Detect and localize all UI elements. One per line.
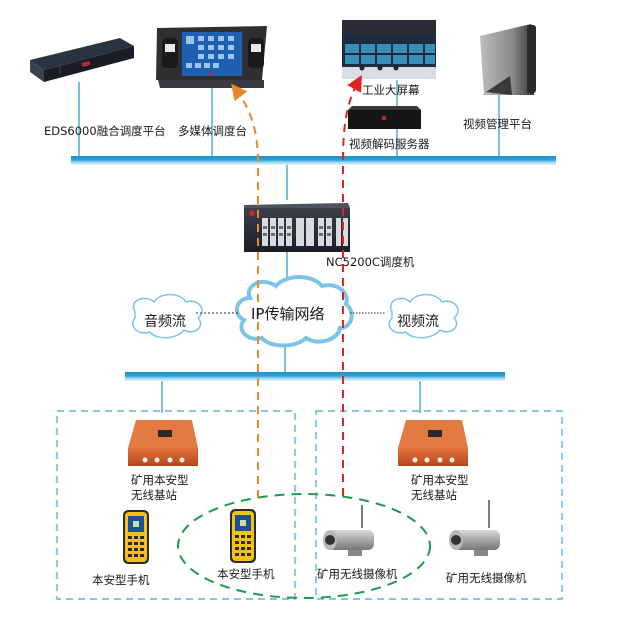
top-network-bus — [71, 156, 556, 165]
bottom-network-bus — [125, 372, 505, 381]
video-stream-path — [342, 74, 362, 496]
base-station-line1: 矿用本安型 — [131, 473, 189, 487]
zone-box-right — [315, 410, 563, 600]
multimedia-console-icon — [156, 26, 267, 88]
base-station-icon — [398, 420, 468, 466]
eds6000-label: EDS6000融合调度平台 — [44, 124, 166, 138]
base-station-label-left: 矿用本安型 无线基站 — [131, 473, 189, 503]
base-station-line1: 矿用本安型 — [411, 473, 469, 487]
multimedia-console-label: 多媒体调度台 — [178, 124, 247, 138]
video-wall-icon — [342, 20, 436, 79]
video-wall-label: 工业大屏幕 — [362, 83, 420, 97]
phone-label-right: 本安型手机 — [217, 567, 275, 581]
wireless-camera-icon — [323, 505, 374, 556]
nc5200c-dispatcher-icon — [244, 203, 350, 252]
cloud-video-stream — [388, 293, 459, 339]
base-station-icon — [128, 420, 198, 466]
audio-stream-path — [231, 83, 259, 498]
ip-network-label: IP传输网络 — [251, 305, 325, 323]
cloud-ip-network — [234, 275, 354, 348]
camera-label-left: 矿用无线摄像机 — [317, 567, 398, 581]
base-station-label-right: 矿用本安型 无线基站 — [411, 473, 469, 503]
intrinsically-safe-phone-icon — [123, 510, 149, 564]
base-station-line2: 无线基站 — [411, 488, 457, 502]
wireless-coverage-ellipse — [177, 493, 431, 599]
video-stream-label: 视频流 — [397, 314, 439, 330]
intrinsically-safe-phone-icon — [230, 509, 256, 563]
wireless-camera-icon — [449, 500, 500, 556]
video-decoder-label: 视频解码服务器 — [349, 137, 430, 151]
camera-label-right: 矿用无线摄像机 — [446, 571, 527, 585]
cloud-audio-stream — [131, 293, 203, 339]
video-management-label: 视频管理平台 — [463, 117, 532, 131]
nc5200c-label: NC5200C调度机 — [326, 255, 415, 269]
audio-stream-label: 音频流 — [144, 314, 186, 330]
video-decoder-icon — [348, 106, 421, 129]
base-station-line2: 无线基站 — [131, 488, 177, 502]
phone-label-left: 本安型手机 — [92, 573, 150, 587]
eds6000-server-icon — [30, 38, 134, 82]
video-management-icon — [480, 24, 536, 95]
zone-box-left — [56, 410, 296, 600]
